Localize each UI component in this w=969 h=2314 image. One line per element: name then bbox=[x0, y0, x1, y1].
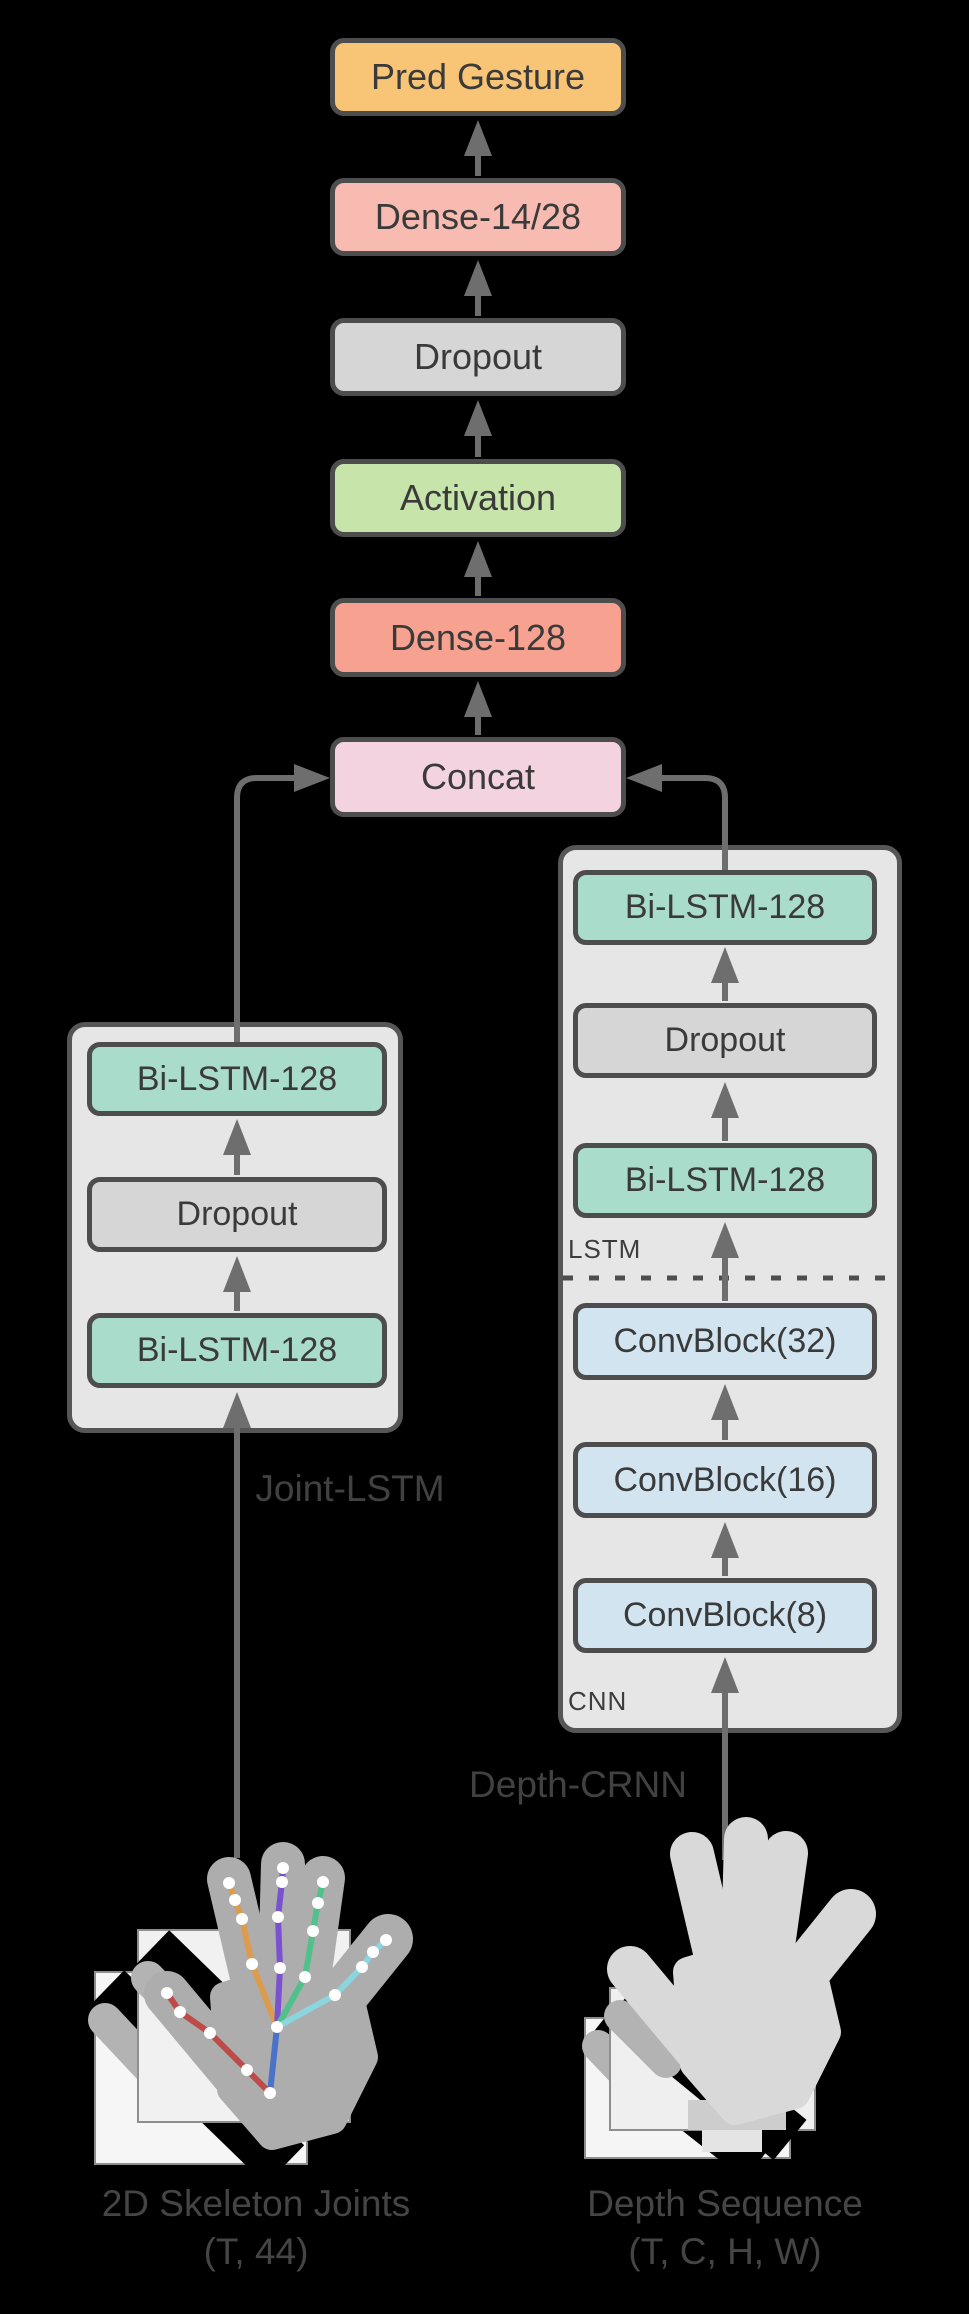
arrow-joint-bilstm-to-dropout bbox=[223, 1256, 251, 1311]
node-dense-128: Dense-128 bbox=[330, 598, 626, 677]
skeleton-input-title: 2D Skeleton Joints bbox=[101, 2183, 411, 2224]
depth-input-shape: (T, C, H, W) bbox=[628, 2231, 822, 2272]
joint-lstm-label: Joint-LSTM bbox=[255, 1468, 445, 1509]
arrow-dense128-to-activation bbox=[464, 541, 492, 596]
skeleton-hand-illustration bbox=[85, 1862, 392, 2185]
node-depth-bilstm-top: Bi-LSTM-128 bbox=[573, 870, 877, 945]
connector-joint-to-concat bbox=[234, 764, 330, 1042]
arrow-conv8-to-conv16 bbox=[711, 1522, 739, 1576]
arrow-dropout-to-dense14 bbox=[464, 260, 492, 316]
node-joint-bilstm-bottom: Bi-LSTM-128 bbox=[87, 1313, 387, 1388]
depth-crnn-label: Depth-CRNN bbox=[469, 1764, 687, 1805]
lstm-section-tag: LSTM bbox=[568, 1234, 642, 1264]
node-pred-gesture: Pred Gesture bbox=[330, 38, 626, 116]
node-dense-14-28: Dense-14/28 bbox=[330, 178, 626, 256]
arrow-dense14-to-pred bbox=[464, 120, 492, 176]
cnn-section-tag: CNN bbox=[568, 1686, 628, 1716]
arrow-joint-dropout-to-bilstm bbox=[223, 1119, 251, 1175]
skeleton-input-label: 2D Skeleton Joints (T, 44) bbox=[56, 2180, 456, 2276]
node-joint-bilstm-top: Bi-LSTM-128 bbox=[87, 1042, 387, 1116]
skeleton-joint-dots bbox=[161, 1862, 392, 2099]
skeleton-input-shape: (T, 44) bbox=[203, 2231, 309, 2272]
node-convblock-16: ConvBlock(16) bbox=[573, 1442, 877, 1518]
depth-input-label: Depth Sequence (T, C, H, W) bbox=[525, 2180, 925, 2276]
node-convblock-32: ConvBlock(32) bbox=[573, 1303, 877, 1380]
depth-input-title: Depth Sequence bbox=[587, 2183, 863, 2224]
node-depth-bilstm-mid: Bi-LSTM-128 bbox=[573, 1143, 877, 1218]
arrow-depth-dropout-to-bilstm bbox=[711, 947, 739, 1001]
node-dropout-top: Dropout bbox=[330, 318, 626, 396]
arrow-depth-bilstm-to-dropout bbox=[711, 1082, 739, 1141]
arrow-skeleton-input bbox=[223, 1392, 251, 1858]
node-activation: Activation bbox=[330, 459, 626, 537]
arrow-activation-to-dropout bbox=[464, 400, 492, 457]
arrow-conv16-to-conv32 bbox=[711, 1384, 739, 1440]
arrow-concat-to-dense128 bbox=[464, 681, 492, 735]
node-depth-dropout: Dropout bbox=[573, 1003, 877, 1078]
node-joint-dropout: Dropout bbox=[87, 1177, 387, 1252]
node-concat: Concat bbox=[330, 737, 626, 817]
depth-hand-illustration bbox=[579, 1839, 851, 2180]
arrow-depth-input bbox=[711, 1657, 739, 1860]
arrow-conv32-to-bilstm bbox=[711, 1222, 739, 1301]
node-convblock-8: ConvBlock(8) bbox=[573, 1578, 877, 1653]
connector-depth-to-concat bbox=[626, 764, 728, 870]
